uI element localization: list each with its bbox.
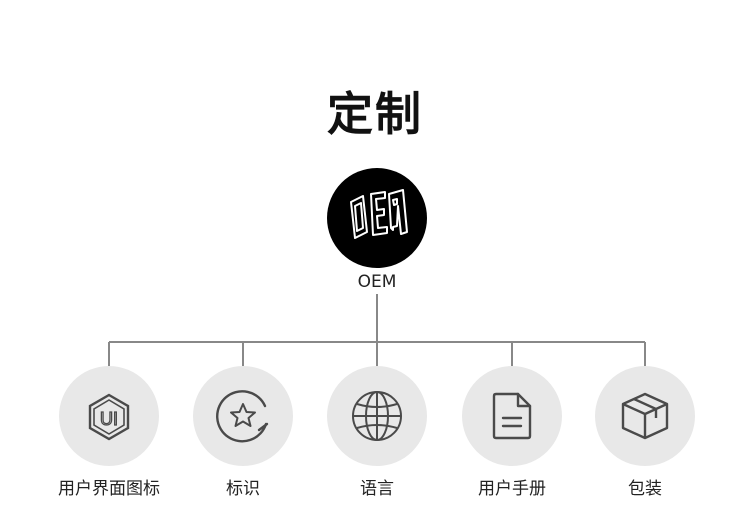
node-logo (193, 366, 293, 466)
node-label-manual: 用户手册 (478, 479, 546, 499)
globe-icon (352, 391, 402, 441)
node-manual (462, 366, 562, 466)
node-packaging (595, 366, 695, 466)
node-language (327, 366, 427, 466)
package-box-icon (621, 392, 669, 440)
node-label-language: 语言 (360, 479, 394, 499)
node-ui-icons: UI (59, 366, 159, 466)
node-label-ui-icons: 用户界面图标 (58, 479, 160, 499)
oem-root-node (327, 168, 427, 268)
ui-hexagon-icon: UI (88, 393, 130, 441)
ui-icon-text: UI (100, 409, 118, 429)
star-badge-icon (216, 390, 269, 443)
oem-logo-icon (350, 189, 408, 239)
document-icon (492, 392, 532, 440)
page-title: 定制 (327, 87, 423, 141)
node-label-packaging: 包装 (628, 479, 662, 499)
node-label-logo: 标识 (226, 479, 260, 499)
root-label: OEM (357, 272, 397, 292)
